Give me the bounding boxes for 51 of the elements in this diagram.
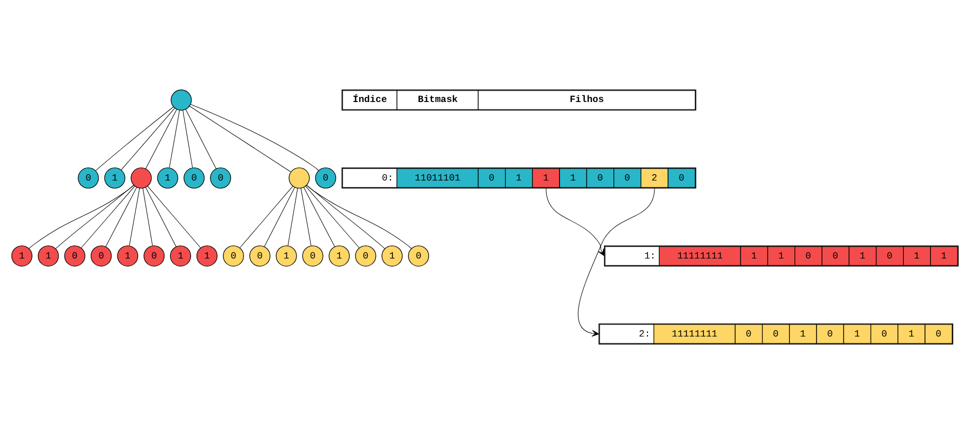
node-circle: 1 xyxy=(37,244,58,266)
connector xyxy=(188,105,291,172)
node-circle: 0 xyxy=(64,244,85,266)
node-circle: 0 xyxy=(222,244,244,266)
connector xyxy=(287,187,298,246)
connector xyxy=(304,185,359,248)
connector xyxy=(264,186,294,246)
connector xyxy=(80,185,135,248)
node-circle: 0 xyxy=(354,244,376,266)
arrow xyxy=(577,187,654,336)
node-circle: 1 xyxy=(10,244,32,266)
node-circle: 0 xyxy=(248,244,270,266)
connector xyxy=(182,109,192,168)
connector xyxy=(144,186,176,246)
node-circle: 1 xyxy=(156,167,178,188)
node-circle xyxy=(130,167,152,188)
connector xyxy=(28,184,134,248)
connector xyxy=(128,187,140,246)
connector xyxy=(168,109,180,168)
connector xyxy=(120,107,175,170)
connector xyxy=(239,185,293,248)
node-circle: 1 xyxy=(275,244,296,266)
connector xyxy=(300,187,311,246)
connector xyxy=(306,184,412,248)
connector xyxy=(104,186,137,247)
connector xyxy=(94,106,174,170)
connector xyxy=(146,185,200,248)
node-circle xyxy=(170,89,192,110)
node-circle: 0 xyxy=(143,244,164,266)
node-circle: 1 xyxy=(170,244,191,266)
node-circle: 0 xyxy=(408,244,429,266)
connector xyxy=(144,108,177,169)
connector xyxy=(306,184,385,248)
connector xyxy=(54,184,134,248)
node-circle: 1 xyxy=(116,244,138,266)
node-circle: 1 xyxy=(381,244,402,266)
node-circle: 0 xyxy=(77,167,98,188)
node-circle: 1 xyxy=(328,244,350,266)
connector xyxy=(142,187,152,246)
node-circle: 0 xyxy=(90,244,112,266)
node-circle: 0 xyxy=(314,167,336,188)
node-circle: 0 xyxy=(183,167,204,188)
node-circle: 1 xyxy=(104,167,125,188)
node-circle: 0 xyxy=(210,167,231,188)
node-circle: 0 xyxy=(302,244,323,266)
connector xyxy=(184,108,216,168)
node-circle: 1 xyxy=(196,244,217,266)
connector xyxy=(190,104,318,170)
connector xyxy=(302,186,335,247)
node-circle xyxy=(288,167,310,188)
arrow xyxy=(545,187,604,256)
